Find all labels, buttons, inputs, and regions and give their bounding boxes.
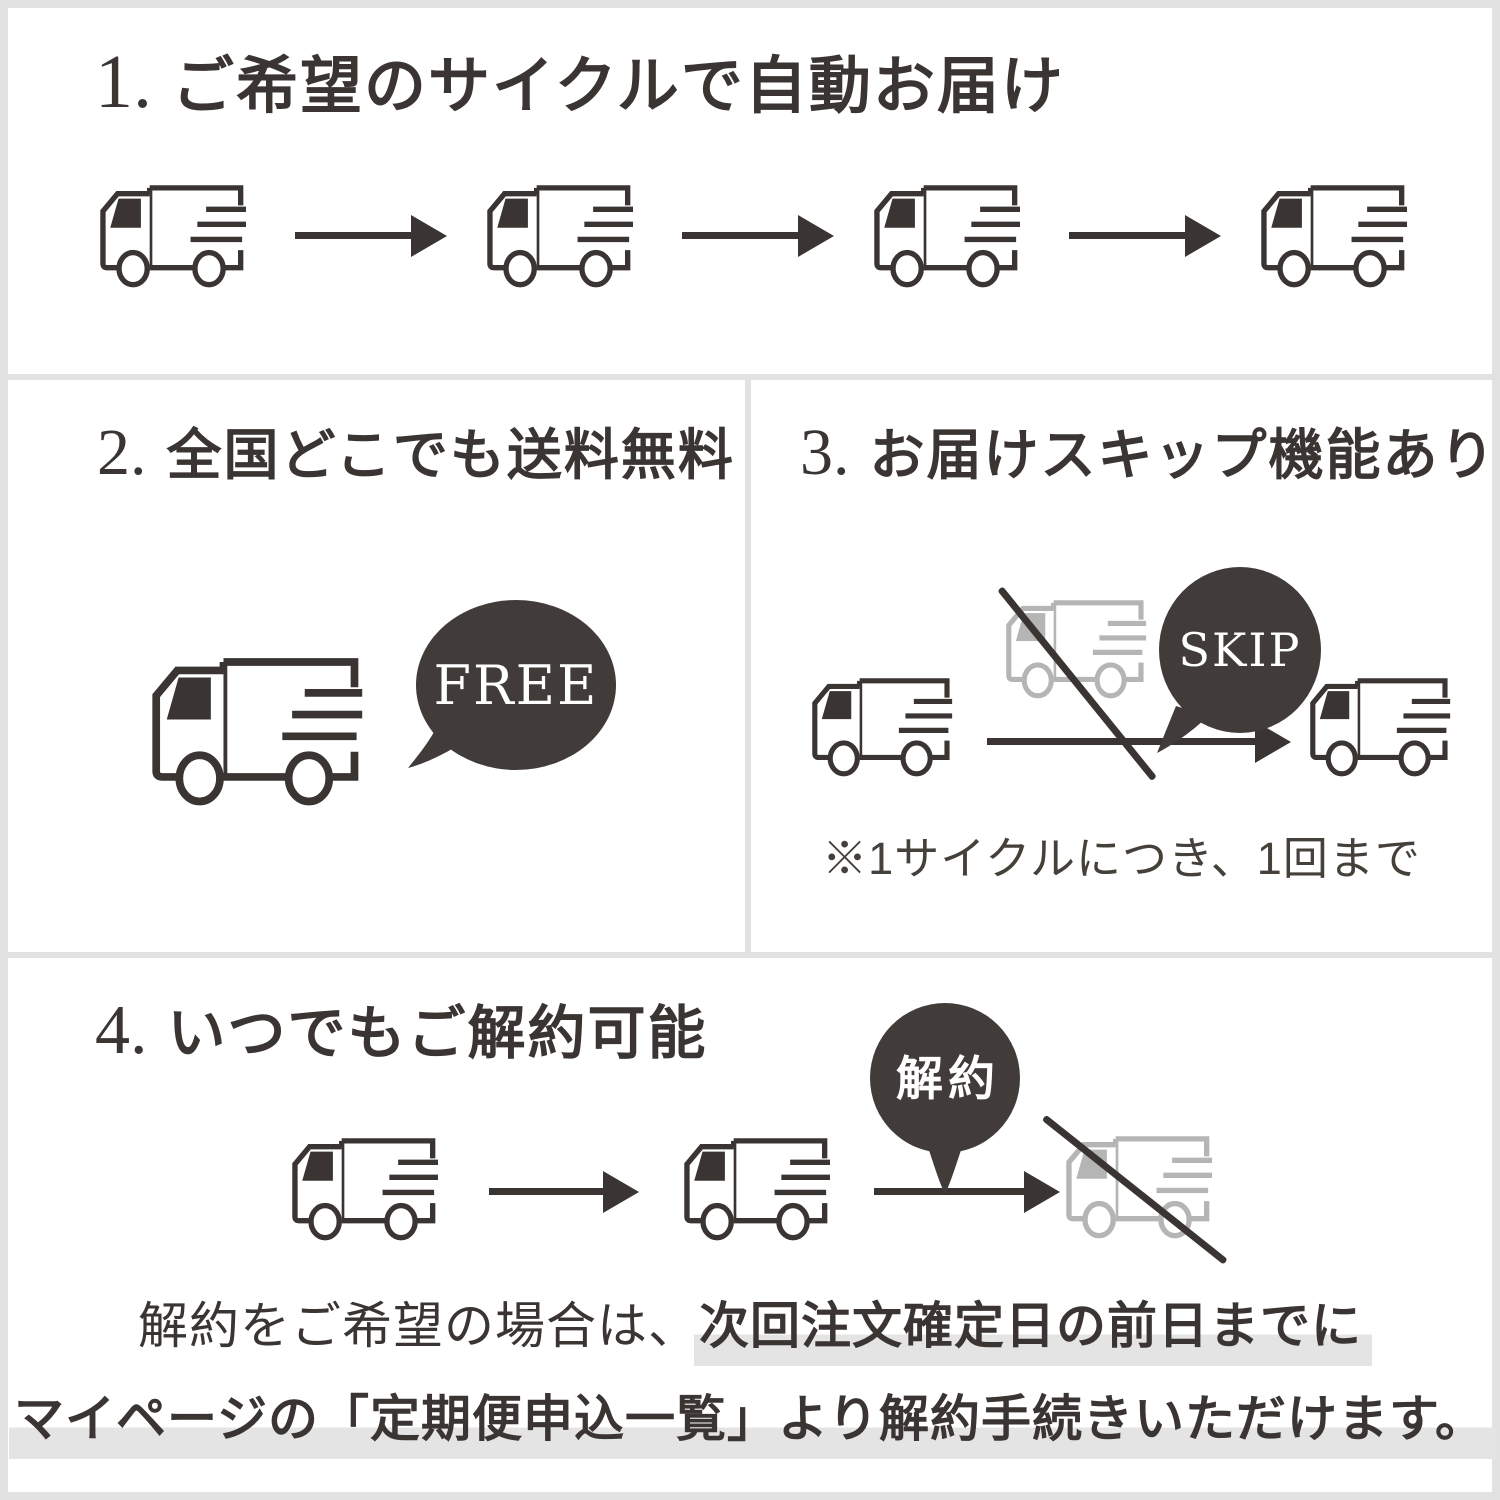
free-badge-label: FREE — [434, 654, 599, 717]
section1-number: 1. — [95, 40, 152, 124]
section3-heading: 3. お届けスキップ機能あり — [800, 420, 1497, 488]
arrow-right-icon — [874, 1188, 1026, 1195]
delivery-truck-icon — [1310, 676, 1452, 781]
panel-auto-delivery — [8, 8, 1492, 374]
arrow-right-icon — [489, 1188, 605, 1195]
panel-free-shipping — [8, 380, 745, 952]
caption-line1-normal: 解約をご希望の場合は、 — [138, 1298, 699, 1354]
arrow-right-icon — [1069, 232, 1187, 239]
section3-number: 3. — [800, 416, 850, 489]
section4-heading: 4. いつでもご解約可能 — [95, 996, 708, 1069]
arrow-right-icon — [987, 738, 1257, 745]
delivery-truck-icon — [1261, 183, 1409, 292]
section1-heading: 1. ご希望のサイクルで自動お届け — [95, 44, 1065, 124]
section3-title: お届けスキップ機能あり — [869, 424, 1497, 486]
section2-heading: 2. 全国どこでも送料無料 — [97, 420, 735, 488]
cancel-caption-line1: 解約をご希望の場合は、次回注文確定日の前日までに — [8, 1298, 1492, 1366]
skip-note: ※1サイクルにつき、1回まで — [822, 833, 1421, 884]
section2-number: 2. — [97, 416, 147, 489]
caption-line2-text: マイページの「定期便申込一覧」より解約手続きいただけます。 — [9, 1391, 1496, 1459]
delivery-truck-icon — [100, 183, 248, 292]
delivery-truck-icon — [874, 183, 1022, 292]
delivery-truck-icon — [684, 1136, 832, 1245]
delivery-truck-icon — [487, 183, 635, 292]
skip-badge-label: SKIP — [1179, 623, 1302, 677]
skip-speech-bubble: SKIP — [1157, 567, 1321, 753]
cancel-caption-line2: マイページの「定期便申込一覧」より解約手続きいただけます。 — [8, 1391, 1496, 1459]
delivery-truck-icon — [152, 655, 365, 812]
delivery-truck-icon — [812, 676, 954, 781]
free-speech-bubble: FREE — [408, 600, 616, 770]
section4-title: いつでもご解約可能 — [167, 1001, 708, 1066]
cancel-speech-bubble: 解約 — [870, 1003, 1020, 1194]
section1-title: ご希望のサイクルで自動お届け — [172, 52, 1065, 121]
cancel-badge-label: 解約 — [896, 1052, 1000, 1105]
panel-skip-feature — [751, 380, 1492, 952]
arrow-right-icon — [295, 232, 413, 239]
section2-title: 全国どこでも送料無料 — [166, 424, 735, 486]
delivery-truck-icon — [292, 1136, 440, 1245]
caption-line1-emphasis: 次回注文確定日の前日までに — [694, 1298, 1372, 1366]
section4-number: 4. — [95, 992, 148, 1069]
arrow-right-icon — [682, 232, 800, 239]
